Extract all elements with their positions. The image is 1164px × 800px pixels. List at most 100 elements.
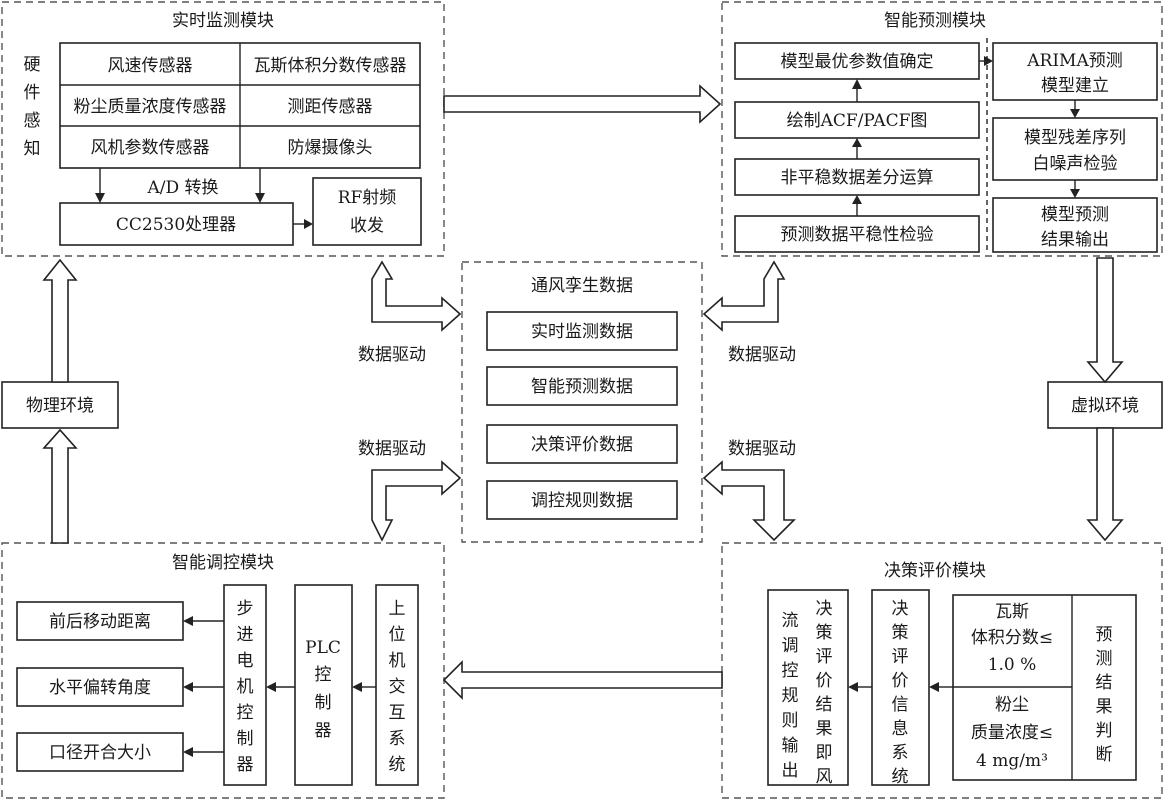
svg-text:信: 信 (892, 695, 909, 715)
twin-item-rules-label: 调控规则数据 (531, 491, 633, 511)
svg-text:果: 果 (816, 719, 833, 739)
svg-text:位: 位 (389, 625, 406, 645)
svg-text:输: 输 (782, 736, 799, 756)
svg-text:则: 则 (782, 711, 799, 731)
svg-text:判: 判 (1096, 721, 1113, 741)
svg-text:结: 结 (816, 695, 833, 715)
output-move-distance-label: 前后移动距离 (49, 612, 151, 632)
svg-text:器: 器 (237, 755, 254, 775)
sensor-grid: 风速传感器 瓦斯体积分数传感器 粉尘质量浓度传感器 测距传感器 风机参数传感器 … (59, 42, 421, 169)
decision-module-title: 决策评价模块 (884, 561, 986, 581)
regulation-rule-output-col1: 流 调 控 规 则 输 出 (782, 611, 799, 781)
svg-text:进: 进 (237, 625, 254, 645)
dust-threshold-line2: 质量浓度≤ (971, 723, 1053, 743)
arrow-decision-to-control (442, 660, 723, 700)
twin-item-decision-label: 决策评价数据 (531, 435, 633, 455)
svg-text:策: 策 (816, 623, 833, 643)
svg-text:调: 调 (782, 636, 799, 656)
rf-label-line1: RF射频 (338, 188, 397, 208)
arrow-physical-to-monitor (42, 258, 78, 383)
residual-line1: 模型残差序列 (1024, 128, 1126, 148)
side-char: 硬 (24, 55, 41, 75)
svg-text:息: 息 (892, 719, 909, 739)
svg-text:机: 机 (237, 677, 254, 697)
sensor-explosion-camera: 防爆摄像头 (288, 138, 373, 158)
step-stationarity-test (734, 215, 980, 253)
stepper-motor-controller-label: 步 进 电 机 控 制 器 (237, 599, 254, 775)
host-interaction-system-label: 上 位 机 交 互 系 统 (389, 599, 406, 775)
svg-text:评: 评 (816, 647, 833, 667)
svg-text:测: 测 (1096, 649, 1113, 669)
svg-text:制: 制 (315, 693, 332, 713)
rf-transceiver-box (312, 177, 422, 246)
svg-text:决: 决 (892, 599, 909, 619)
side-char: 件 (24, 83, 41, 103)
physical-environment-label: 物理环境 (26, 396, 94, 416)
svg-text:流: 流 (782, 611, 799, 631)
svg-text:互: 互 (389, 703, 406, 723)
svg-text:决: 决 (816, 599, 833, 619)
data-drive-label-bottom-right: 数据驱动 (728, 439, 796, 459)
svg-text:控: 控 (237, 703, 254, 723)
svg-text:风: 风 (816, 767, 833, 787)
arrow-control-to-physical (42, 428, 78, 544)
arima-line2: 模型建立 (1041, 76, 1109, 96)
svg-text:上: 上 (389, 599, 406, 619)
dust-threshold-line3: 4 mg/m³ (976, 751, 1048, 771)
sensor-dust-concentration: 粉尘质量浓度传感器 (74, 97, 227, 117)
twin-item-predict-label: 智能预测数据 (531, 377, 633, 397)
predict-module-title: 智能预测模块 (884, 11, 986, 31)
svg-text:价: 价 (892, 671, 909, 691)
step-forecast-output (992, 197, 1158, 253)
gas-threshold-line2: 体积分数≤ (971, 628, 1053, 648)
svg-text:断: 断 (1096, 745, 1113, 765)
svg-text:出: 出 (782, 761, 799, 781)
arrow-data-drive-bottom-right (702, 460, 796, 542)
forecast-line1: 模型预测 (1041, 205, 1109, 225)
svg-text:制: 制 (237, 729, 254, 749)
data-drive-label-top-left: 数据驱动 (358, 345, 426, 365)
physical-environment-box (1, 381, 119, 429)
stepper-motor-controller (223, 584, 267, 786)
output-move-distance (16, 601, 184, 641)
twin-data-boundary (461, 261, 703, 543)
step-arima-build (992, 42, 1158, 101)
output-aperture-size (16, 732, 184, 772)
svg-text:电: 电 (237, 651, 254, 671)
arrow-data-drive-top-left (371, 260, 462, 332)
twin-item-rules (486, 480, 678, 520)
svg-text:结: 结 (1096, 673, 1113, 693)
hardware-sensing-label: 硬 件 感 知 (24, 55, 41, 159)
step-stationarity-test-label: 预测数据平稳性检验 (781, 225, 934, 245)
output-aperture-size-label: 口径开合大小 (49, 743, 151, 763)
rf-label-line2: 收发 (350, 216, 384, 236)
cc2530-processor-box (59, 202, 294, 246)
data-drive-label-bottom-left: 数据驱动 (358, 439, 426, 459)
gas-threshold-line1: 瓦斯 (995, 602, 1029, 622)
decision-info-system-label: 决 策 评 价 信 息 系 统 (892, 599, 909, 787)
control-module-boundary (1, 542, 445, 799)
svg-text:控: 控 (315, 665, 332, 685)
twin-item-decision (486, 424, 678, 464)
control-module-title: 智能调控模块 (172, 553, 274, 573)
data-drive-label-top-right: 数据驱动 (728, 345, 796, 365)
svg-text:果: 果 (1096, 697, 1113, 717)
side-char: 知 (24, 139, 41, 159)
arrow-virtual-to-decision (1086, 427, 1124, 542)
svg-text:控: 控 (782, 661, 799, 681)
twin-data-title: 通风孪生数据 (531, 276, 633, 296)
svg-text:步: 步 (237, 599, 254, 619)
forecast-line2: 结果输出 (1041, 230, 1109, 250)
host-interaction-system (375, 584, 419, 786)
output-deflection-angle-label: 水平偏转角度 (49, 678, 151, 698)
twin-item-monitor-label: 实时监测数据 (531, 322, 633, 342)
svg-text:策: 策 (892, 623, 909, 643)
monitor-module-title: 实时监测模块 (172, 11, 274, 31)
sensor-fan-params: 风机参数传感器 (91, 138, 210, 158)
regulation-rule-output-col2: 决 策 评 价 结 果 即 风 (816, 599, 833, 787)
plc-controller (294, 584, 353, 786)
step-differencing-label: 非平稳数据差分运算 (781, 168, 934, 188)
arima-line1: ARIMA预测 (1026, 51, 1122, 71)
svg-text:PLC: PLC (305, 638, 341, 658)
